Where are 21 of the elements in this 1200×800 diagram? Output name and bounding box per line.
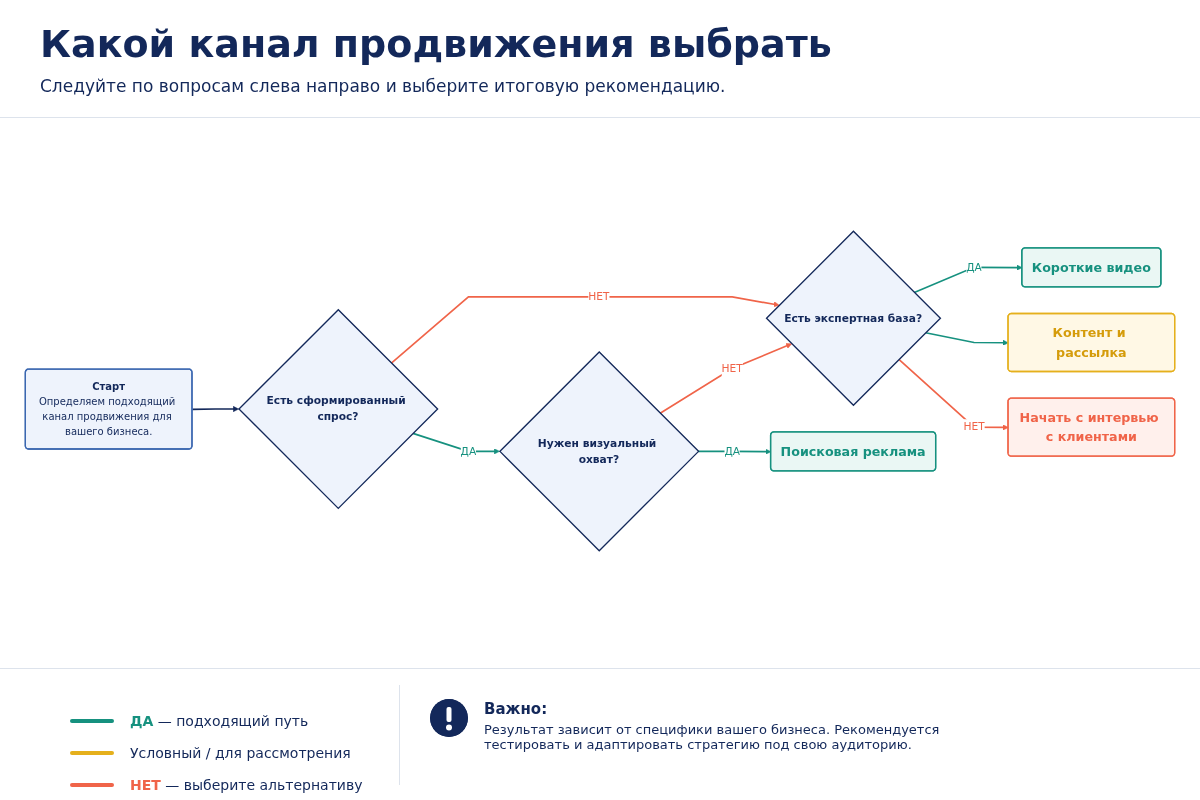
result-card: Поисковая реклама [769, 431, 937, 472]
subtitle: Следуйте по вопросам слева направо и выберите итоговую рекомендацию. [40, 76, 726, 96]
decision-diamond: Есть сформированный спрос? [238, 308, 439, 510]
arrow [898, 358, 1009, 431]
legend-text: НЕТ — выберите альтернативу [130, 777, 363, 793]
result-card: Короткие видео [1021, 247, 1162, 288]
start-card: Старт Определяем подходящий канал продвижения для вашего бизнеса. [24, 368, 193, 450]
result-card: Контент и рассылка [1007, 312, 1176, 373]
note-text: Результат зависит от специфики вашего бизнеса. Рекомендуется тестировать и адаптировать стратегию под свою аудиторию. [484, 722, 941, 752]
arrow [412, 432, 500, 455]
decision-diamond: Нужен визуальный охват? [498, 351, 700, 552]
title: Какой канал продвижения выбрать [40, 22, 832, 66]
result-card: Начать с интервью с клиентами [1007, 397, 1176, 457]
legend-text: Условный / для рассмотрения [130, 745, 351, 761]
edge-label: НЕТ [721, 360, 743, 377]
note-heading: Важно: [484, 700, 548, 718]
legend-text: ДА — подходящий путь [130, 713, 309, 729]
arrow [390, 296, 780, 364]
arrow [659, 343, 792, 415]
arrow [191, 406, 239, 412]
decision-diamond: Есть экспертная база? [765, 230, 942, 407]
